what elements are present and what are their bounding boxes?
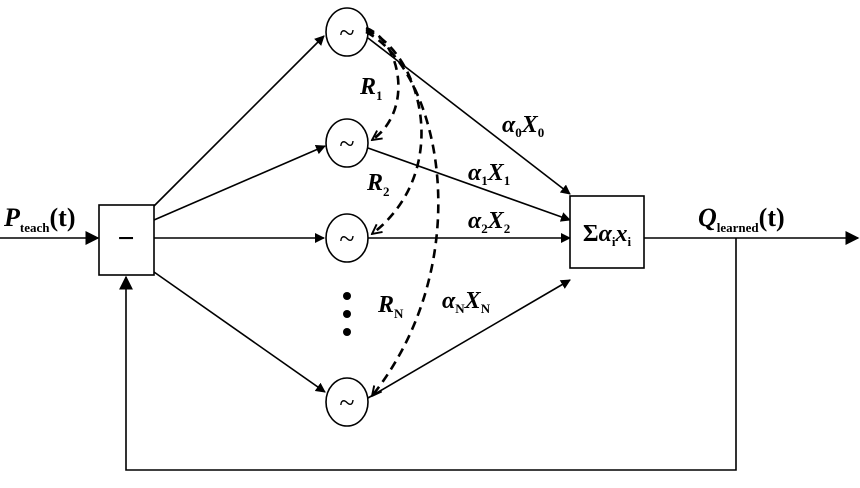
coupling-label-N: RN [377,292,404,321]
oscillator-1: ~ [325,118,369,168]
subtractor-label: − [117,222,134,255]
coupling-label-1: R1 [359,74,383,103]
oscillator-0: ~ [325,7,369,57]
oscillator-2: ~ [325,213,369,263]
branch-arrow-1 [153,144,326,221]
subtractor-block [98,204,155,276]
oscillator-1-glyph: ~ [339,129,354,160]
weight-arrow-N [367,279,571,399]
oscillator-N: ~ [325,377,369,427]
oscillator-0-glyph: ~ [339,18,354,49]
input-label: Pteach(t) [3,203,75,235]
coupling-curve-1 [365,26,400,140]
coupling-curve-2 [365,28,423,234]
weight-label-2: α2X2 [468,208,510,236]
branch-arrow-0 [153,35,325,207]
weight-label-N: αNXN [442,288,491,316]
oscillator-N-glyph: ~ [339,388,354,419]
summer-label: Σαixi [583,221,632,249]
branch-arrow-N [153,271,326,393]
oscillator-2-glyph: ~ [339,224,354,255]
output-label: Qlearned(t) [698,203,785,235]
coupling-curve-N [365,30,440,396]
weight-arrow-1 [367,147,571,222]
coupling-label-2: R2 [366,170,390,199]
ellipsis-dots [343,292,351,336]
weight-label-1: α1X1 [468,160,510,188]
feedback-loop [119,238,737,471]
weight-label-0: α0X0 [502,112,544,140]
summer-block [569,195,645,269]
